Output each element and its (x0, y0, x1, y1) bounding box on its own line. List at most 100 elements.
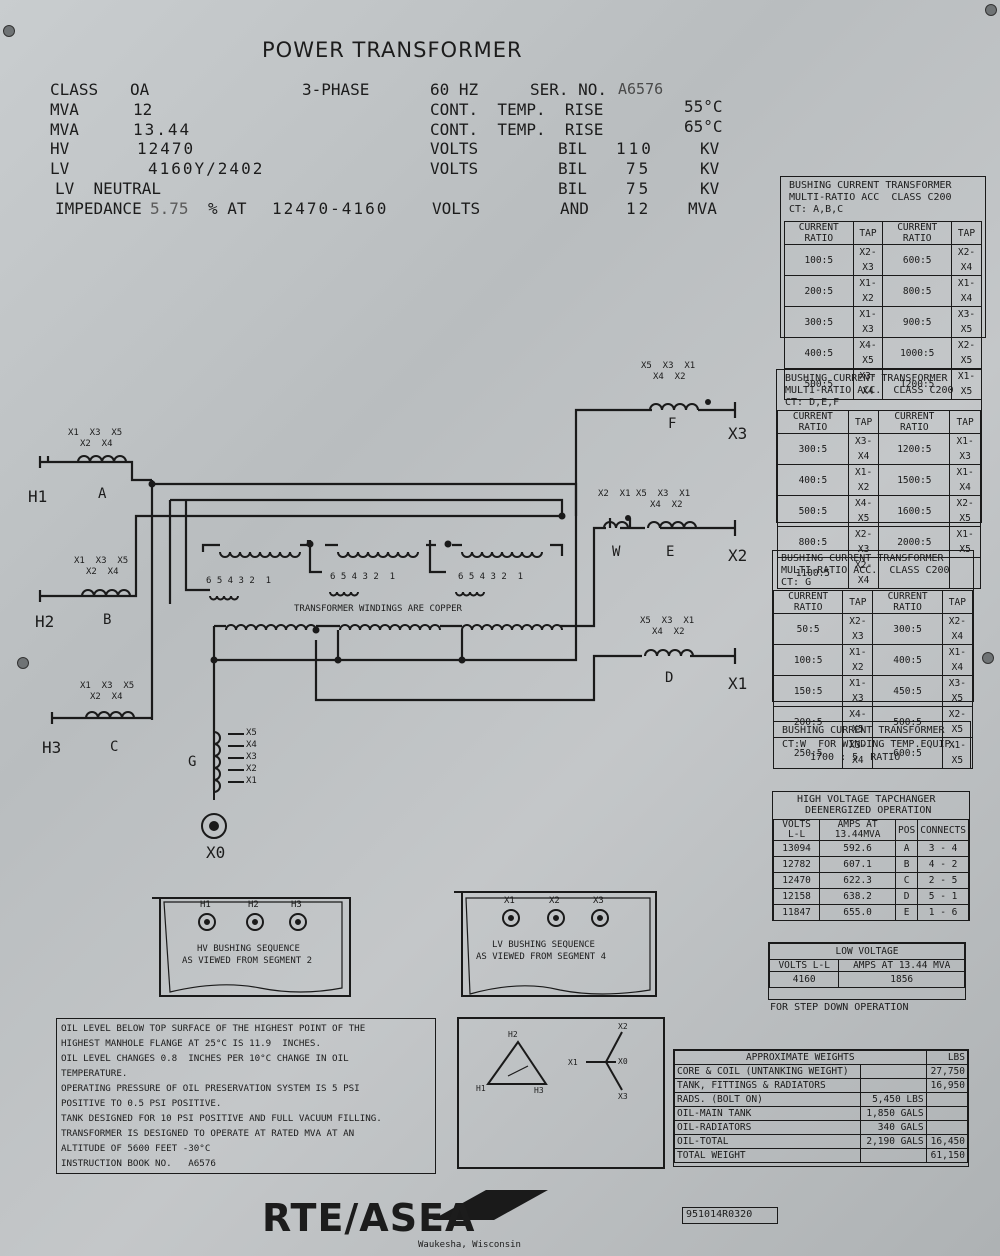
impedance-label: IMPEDANCE (55, 199, 142, 218)
ct-a-taps2: X2 X4 (80, 439, 113, 449)
weights-row: CORE & COIL (UNTANKING WEIGHT)27,750 (673, 1064, 969, 1079)
ct-c-label: C (110, 739, 119, 755)
g-tap-label: X2 (246, 764, 257, 774)
bct-w-line2: CT:W FOR WINDING TEMP.EQUIP. (782, 739, 957, 750)
ct-d-taps: X5 X3 X1 (640, 616, 695, 626)
mva2-label: MVA (50, 120, 79, 139)
bct-abc-subheading: MULTI-RATIO ACC CLASS C200 (789, 192, 952, 203)
table-cell: 100:5 (772, 644, 844, 676)
weights-panel: APPROXIMATE WEIGHTS LBS CORE & COIL (UNT… (673, 1049, 969, 1167)
table-cell: 250:5 (772, 737, 844, 769)
corner-screw (17, 657, 29, 669)
table-cell: X1-X4 (950, 275, 983, 307)
winding-taps-3: 6 5 4 3 2 1 (458, 572, 524, 582)
table-cell: 1600:5 (878, 495, 951, 527)
h2-label: H2 (35, 612, 55, 631)
col-header: TAP (852, 221, 884, 245)
ct-d-label: D (665, 670, 674, 686)
note-line: INSTRUCTION BOOK NO. A6576 (61, 1158, 216, 1169)
temp-rise-1-label: CONT. TEMP. RISE (430, 100, 604, 119)
impedance-volts-label: VOLTS (432, 199, 481, 218)
bct-g-ct: CT: G (781, 577, 812, 588)
note-line: POSITIVE TO 0.5 PSI POSITIVE. (61, 1098, 222, 1109)
winding-coil (337, 551, 419, 558)
weights-table: APPROXIMATE WEIGHTS LBS CORE & COIL (UNT… (673, 1050, 969, 1163)
part-number: 951014R0320 (686, 1209, 753, 1220)
table-cell: 100:5 (784, 244, 854, 276)
winding-coil (644, 649, 694, 657)
table-cell: 500:5 (784, 368, 854, 400)
winding-coil (85, 711, 135, 719)
note-line: TRANSFORMER IS DESIGNED TO OPERATE AT RA… (61, 1128, 355, 1139)
table-cell: 150:5 (772, 675, 844, 707)
corner-screw (985, 4, 997, 16)
bct-def-table: CURRENT RATIO TAP CURRENT RATIO TAP 300:… (777, 410, 981, 589)
winding-coil (219, 551, 301, 558)
note-line: TANK DESIGNED FOR 10 PSI POSITIVE AND FU… (61, 1113, 382, 1124)
neutral-bil-label: BIL (558, 179, 587, 198)
vec-x1: X1 (568, 1058, 578, 1067)
table-cell: X2-X4 (847, 557, 880, 589)
hv-seq-line1: HV BUSHING SEQUENCE (197, 944, 300, 954)
ct-e-taps2: X4 X2 (650, 500, 683, 510)
h3-label: H3 (42, 738, 62, 757)
col-header: VOLTS L-L (772, 819, 821, 841)
class-value: OA (130, 80, 150, 99)
impedance-and: AND (560, 199, 589, 218)
tapchanger-table: VOLTS L-L AMPS AT 13.44MVA POS CONNECTS … (772, 819, 969, 921)
impedance-mva-unit: MVA (688, 199, 717, 218)
lv-seq-line1: LV BUSHING SEQUENCE (492, 940, 595, 950)
ct-f-taps: X5 X3 X1 (641, 361, 696, 371)
lv-bil-label: BIL (558, 159, 587, 178)
table-cell: X1-X4 (949, 464, 981, 496)
step-down-note: FOR STEP DOWN OPERATION (770, 1002, 909, 1013)
table-cell: X4-X5 (852, 337, 884, 369)
vec-h1: H1 (476, 1084, 486, 1093)
lv-seq-b3: X3 (593, 896, 604, 906)
tapchanger-heading: HIGH VOLTAGE TAPCHANGER (797, 794, 936, 805)
ct-d-taps2: X4 X2 (652, 627, 685, 637)
hv-label: HV (50, 139, 70, 158)
table-cell (949, 557, 981, 589)
notes-text: OIL LEVEL BELOW TOP SURFACE OF THE HIGHE… (61, 1021, 382, 1171)
lv-seq-line2: AS VIEWED FROM SEGMENT 4 (476, 952, 607, 962)
table-cell: X4-X5 (842, 706, 874, 738)
ct-a-taps: X1 X3 X5 (68, 428, 123, 438)
bct-abc-table: CURRENT RATIO TAP CURRENT RATIO TAP 100:… (784, 221, 983, 400)
table-cell: X2-X3 (842, 613, 874, 645)
winding-coil (77, 455, 127, 463)
lv-amps-cell: 1856 (838, 971, 965, 988)
bct-w-line3: 1700 : 5 RATIO (810, 752, 901, 763)
bct-g-table: CURRENT RATIO TAP CURRENT RATIO TAP 50:5… (772, 590, 974, 769)
table-cell: 200:5 (772, 706, 844, 738)
table-cell: X1-X3 (842, 675, 874, 707)
corner-screw (3, 25, 15, 37)
ct-e-taps: X2 X1 X5 X3 X1 (598, 489, 691, 499)
hv-bil-label: BIL (558, 139, 587, 158)
hv-seq-b3: H3 (291, 900, 302, 910)
ct-f-label: F (668, 416, 677, 432)
note-line: ALTITUDE OF 5600 FEET -30°C (61, 1143, 211, 1154)
weight-label: TOTAL WEIGHT (673, 1148, 862, 1163)
winding-coil (455, 591, 485, 597)
winding-coil (461, 551, 543, 558)
table-cell: X1-X2 (847, 464, 880, 496)
hv-bil-unit: KV (700, 139, 720, 158)
low-voltage-panel: LOW VOLTAGE VOLTS L-L AMPS AT 13.44 MVA … (768, 942, 966, 1000)
table-cell: 655.0 (819, 904, 897, 921)
bct-g-subheading: MULTI-RATIO ACC. CLASS C200 (781, 565, 950, 576)
table-cell: X1-X4 (941, 644, 974, 676)
table-cell: X2-X5 (941, 706, 974, 738)
hv-volts-label: VOLTS (430, 139, 479, 158)
winding-taps-2: 6 5 4 3 2 1 (330, 572, 396, 582)
ct-c-taps2: X2 X4 (90, 692, 123, 702)
table-cell: X1-X2 (842, 644, 874, 676)
